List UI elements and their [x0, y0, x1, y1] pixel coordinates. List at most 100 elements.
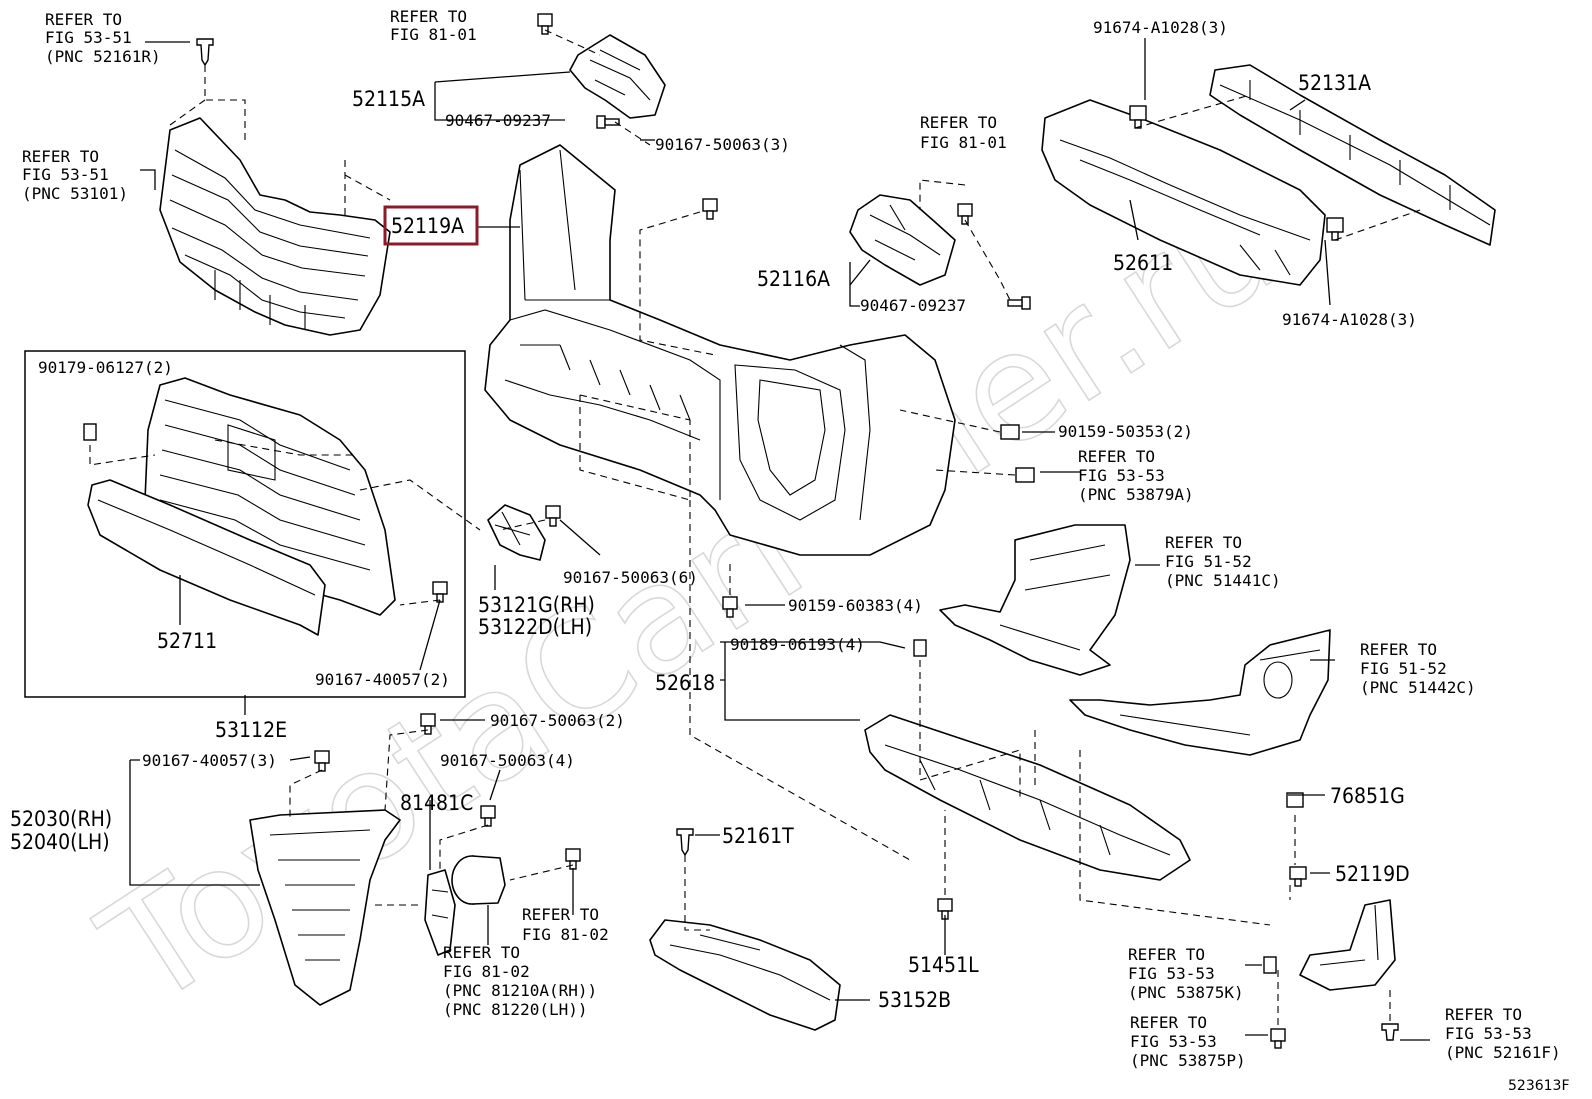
highlight-box-52119a: [383, 205, 479, 246]
label-53122d[interactable]: 53122D(LH): [478, 615, 592, 639]
label-refer-3a[interactable]: REFER TO: [22, 147, 99, 166]
label-90167-50063-6[interactable]: 90167-50063(6): [563, 568, 698, 587]
bolt-icon: [722, 596, 738, 618]
bolt-icon: [702, 198, 718, 220]
label-90167-50063-3[interactable]: 90167-50063(3): [655, 135, 790, 154]
label-refer-8b[interactable]: FIG 81-02: [522, 925, 609, 944]
bracket-52115a-illustration: [569, 34, 666, 119]
screw-icon: [1007, 296, 1031, 310]
bolt-icon: [537, 13, 553, 35]
label-90167-50063-4[interactable]: 90167-50063(4): [440, 751, 575, 770]
label-52119a[interactable]: 52119A: [391, 214, 464, 238]
label-refer-11a[interactable]: REFER TO: [1130, 1013, 1207, 1032]
label-refer-6b[interactable]: FIG 51-52: [1165, 552, 1252, 571]
label-refer-5c[interactable]: (PNC 53879A): [1078, 485, 1194, 504]
label-52115a[interactable]: 52115A: [352, 87, 425, 111]
label-76851g[interactable]: 76851G: [1330, 784, 1405, 808]
label-52161t[interactable]: 52161T: [722, 824, 794, 848]
bolt-icon: [314, 750, 330, 772]
label-refer-8a[interactable]: REFER TO: [522, 905, 599, 924]
absorber-52611-illustration: [1041, 99, 1326, 286]
label-52131a[interactable]: 52131A: [1298, 71, 1371, 95]
label-52611[interactable]: 52611: [1113, 251, 1173, 275]
label-refer-7c[interactable]: (PNC 51442C): [1360, 678, 1476, 697]
under-cover-52618-illustration: [864, 714, 1191, 881]
label-90159-60383[interactable]: 90159-60383(4): [788, 596, 923, 615]
label-refer-12a[interactable]: REFER TO: [1445, 1005, 1522, 1024]
clip-icon: [196, 38, 214, 67]
label-refer-6a[interactable]: REFER TO: [1165, 533, 1242, 552]
label-refer-12b[interactable]: FIG 53-53: [1445, 1024, 1532, 1043]
assembly-box-53112e: [24, 350, 466, 698]
label-51451l[interactable]: 51451L: [908, 953, 979, 977]
label-refer-10b[interactable]: FIG 53-53: [1128, 964, 1215, 983]
label-refer-2a[interactable]: REFER TO: [390, 7, 467, 26]
bolt-icon: [432, 581, 448, 603]
label-refer-3c[interactable]: (PNC 53101): [22, 184, 128, 203]
fog-lamp-illustration: [451, 855, 506, 905]
label-refer-11b[interactable]: FIG 53-53: [1130, 1032, 1217, 1051]
label-refer-10a[interactable]: REFER TO: [1128, 945, 1205, 964]
label-refer-3b[interactable]: FIG 53-51: [22, 165, 109, 184]
label-90167-50063-2[interactable]: 90167-50063(2): [490, 711, 625, 730]
bolt-icon: [1289, 866, 1307, 887]
nut-icon: [1000, 424, 1020, 440]
clip-nut-icon: [83, 423, 97, 441]
label-90167-40057-2[interactable]: 90167-40057(2): [315, 670, 450, 689]
upper-grille-illustration: [159, 117, 391, 336]
label-refer-9b[interactable]: FIG 81-02: [443, 962, 530, 981]
label-91674-a[interactable]: 91674-A1028(3): [1093, 18, 1228, 37]
label-refer-6c[interactable]: (PNC 51441C): [1165, 571, 1281, 590]
assembly-lines: [89, 29, 1421, 1025]
label-refer-12c[interactable]: (PNC 52161F): [1445, 1043, 1561, 1062]
label-refer-4b[interactable]: FIG 81-01: [920, 133, 1007, 152]
label-52040[interactable]: 52040(LH): [10, 830, 110, 854]
diagram-id: 523613F: [1508, 1078, 1570, 1094]
label-refer-10c[interactable]: (PNC 53875K): [1128, 983, 1244, 1002]
label-refer-2b[interactable]: FIG 81-01: [390, 25, 477, 44]
shield-51441c-illustration: [939, 524, 1131, 676]
label-52618[interactable]: 52618: [655, 671, 715, 695]
radiator-cover-53152b-illustration: [649, 919, 841, 1031]
label-refer-9d[interactable]: (PNC 81220(LH)): [443, 1000, 588, 1019]
label-53112e[interactable]: 53112E: [215, 718, 287, 742]
molding-52711-illustration: [87, 479, 326, 636]
label-90179[interactable]: 90179-06127(2): [38, 358, 173, 377]
label-91674-b[interactable]: 91674-A1028(3): [1282, 310, 1417, 329]
label-refer-9a[interactable]: REFER TO: [443, 943, 520, 962]
label-refer-1c[interactable]: (PNC 52161R): [45, 47, 161, 66]
label-90189[interactable]: 90189-06193(4): [730, 635, 865, 654]
label-53121g[interactable]: 53121G(RH): [478, 593, 595, 617]
label-refer-9c[interactable]: (PNC 81210A(RH)): [443, 981, 597, 1000]
label-90159-50353[interactable]: 90159-50353(2): [1058, 422, 1193, 441]
fastener-icons: [83, 13, 1399, 1049]
clip-nut-icon: [1286, 792, 1304, 808]
label-refer-11c[interactable]: (PNC 53875P): [1130, 1051, 1246, 1070]
label-52030[interactable]: 52030(RH): [10, 807, 112, 831]
label-refer-5b[interactable]: FIG 53-53: [1078, 466, 1165, 485]
label-52711[interactable]: 52711: [157, 629, 217, 653]
label-refer-4a[interactable]: REFER TO: [920, 113, 997, 132]
clip-icon: [1015, 467, 1035, 483]
bolt-icon: [480, 805, 496, 827]
label-refer-7a[interactable]: REFER TO: [1360, 640, 1437, 659]
label-81481c[interactable]: 81481C: [400, 791, 473, 815]
side-grille-52030-illustration: [249, 809, 401, 1006]
label-refer-7b[interactable]: FIG 51-52: [1360, 659, 1447, 678]
clip-icon: [1381, 1023, 1399, 1041]
bracket-52116a-illustration: [849, 194, 956, 286]
label-90167-40057-3[interactable]: 90167-40057(3): [142, 751, 277, 770]
labels: REFER TO FIG 53-51 (PNC 52161R) REFER TO…: [10, 7, 1570, 1094]
label-refer-1a[interactable]: REFER TO: [45, 10, 122, 29]
label-52119d[interactable]: 52119D: [1335, 862, 1410, 886]
label-refer-5a[interactable]: REFER TO: [1078, 447, 1155, 466]
label-90467-a[interactable]: 90467-09237: [445, 111, 551, 130]
shield-51442c-illustration: [1069, 629, 1331, 756]
label-52116a[interactable]: 52116A: [757, 267, 830, 291]
label-53152b[interactable]: 53152B: [878, 988, 951, 1012]
reinforcement-52131a-illustration: [1209, 64, 1496, 246]
screw-icon: [596, 115, 620, 129]
label-90467-b[interactable]: 90467-09237: [860, 296, 966, 315]
label-refer-1b[interactable]: FIG 53-51: [45, 28, 132, 47]
